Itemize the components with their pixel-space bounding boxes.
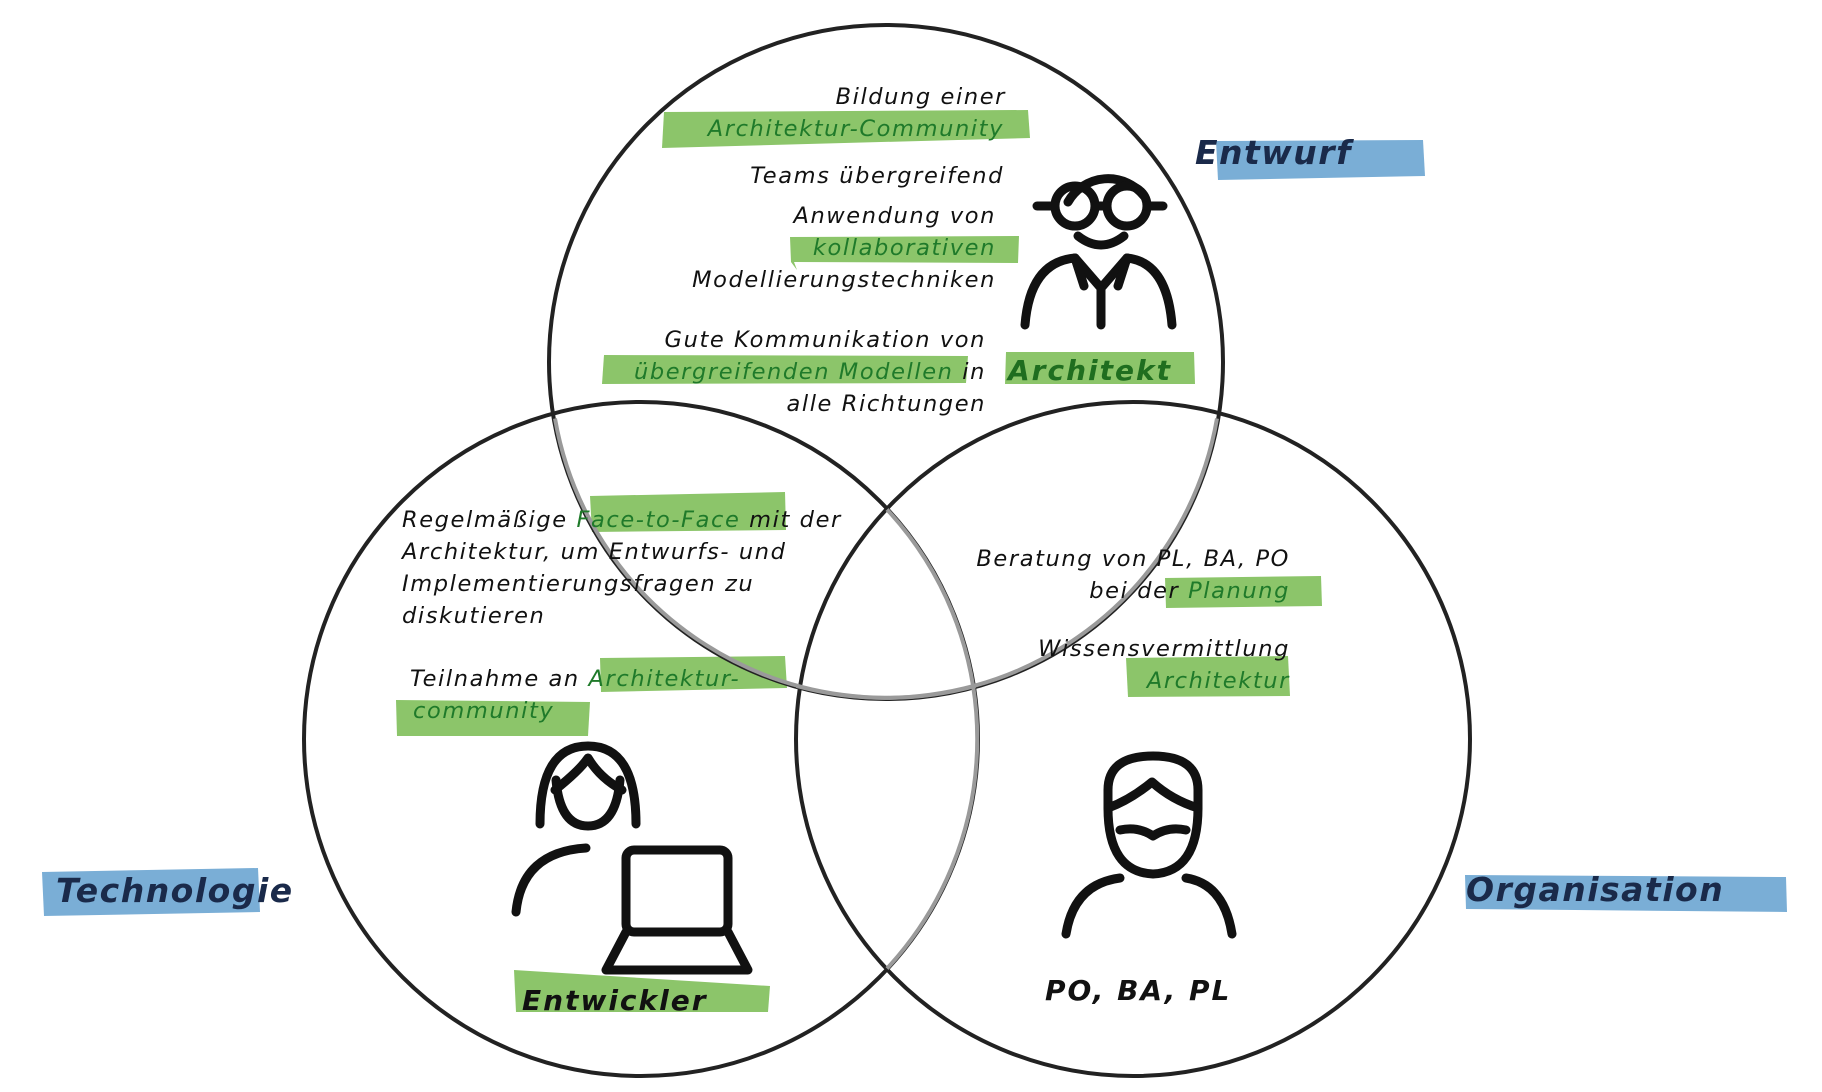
note-collab-line3: Modellierungstechniken — [692, 267, 996, 293]
note-community-line1: Bildung einer — [836, 84, 1007, 110]
note-f2f-highlight: Face-to-Face — [576, 507, 740, 533]
highlight-planung — [1165, 576, 1322, 608]
org-notes: Beratung von PL, BA, PO bei der Planung … — [976, 546, 1290, 694]
highlight-layer — [42, 110, 1787, 1012]
note-org-line1: Beratung von PL, BA, PO — [976, 546, 1290, 572]
highlight-community — [396, 700, 590, 736]
highlight-kollaborativen — [790, 236, 1019, 270]
highlight-face-to-face — [590, 492, 786, 532]
highlight-uebergreifenden-modellen — [602, 355, 968, 384]
note-collab-line1: Anwendung von — [791, 203, 996, 229]
label-technologie: Technologie — [56, 871, 294, 910]
label-entwickler: Entwickler — [522, 984, 708, 1017]
highlight-entwickler — [514, 970, 770, 1012]
highlight-architekt — [1005, 352, 1195, 384]
note-participation-highlight: Architektur- — [587, 666, 741, 692]
label-po-ba-pl: PO, BA, PL — [1045, 974, 1231, 1007]
note-teams: Teams übergreifend — [750, 163, 1004, 189]
developer-notes: Regelmäßige Face-to-Face mit der Archite… — [400, 507, 842, 724]
note-participation-pre: Teilnahme an — [410, 666, 589, 692]
highlight-technologie — [42, 868, 260, 916]
highlight-architektur-org — [1126, 656, 1290, 697]
note-org-line2-highlight: Planung — [1188, 578, 1290, 604]
note-org-line3: Wissensvermittlung — [1038, 636, 1290, 662]
note-comm-line1: Gute Kommunikation von — [665, 327, 986, 353]
note-comm-line2-highlight: übergreifenden Modellen — [634, 359, 954, 385]
note-org-line2: bei der Planung — [1089, 578, 1290, 604]
label-organisation: Organisation — [1466, 870, 1724, 909]
note-org-line2-pre: bei der — [1089, 578, 1188, 604]
label-entwurf: Entwurf — [1195, 133, 1354, 172]
overlap-arcs — [553, 418, 1219, 970]
developer-laptop-person-icon — [511, 741, 753, 975]
note-comm-line2: übergreifenden Modellen in — [634, 359, 986, 385]
note-comm-line3: alle Richtungen — [786, 391, 986, 417]
note-f2f-line3: Implementierungsfragen zu — [402, 571, 754, 597]
note-community-line2: Architektur-Community — [706, 116, 1004, 142]
note-f2f-post: mit der — [740, 507, 842, 533]
note-participation-line1: Teilnahme an Architektur- — [410, 666, 740, 692]
note-collab-line2: kollaborativen — [813, 235, 996, 261]
label-architekt: Architekt — [1006, 354, 1172, 387]
circle-organisation — [794, 400, 1472, 1078]
highlight-organisation — [1465, 875, 1787, 912]
note-f2f-line4: diskutieren — [402, 603, 545, 629]
architect-notes: Bildung einer Architektur-Community Team… — [634, 84, 1007, 417]
architect-glasses-person-icon — [1020, 174, 1177, 330]
note-comm-line2-rest: in — [954, 359, 986, 385]
note-f2f-line2: Architektur, um Entwurfs- und — [400, 539, 786, 565]
note-f2f-pre: Regelmäßige — [402, 507, 576, 533]
note-org-line4: Architektur — [1145, 668, 1290, 694]
highlight-architektur-community — [662, 110, 1030, 148]
note-f2f-line1: Regelmäßige Face-to-Face mit der — [402, 507, 842, 533]
bearded-person-icon — [1061, 751, 1237, 939]
highlight-entwurf — [1216, 140, 1425, 180]
note-participation-line2: community — [413, 698, 554, 724]
